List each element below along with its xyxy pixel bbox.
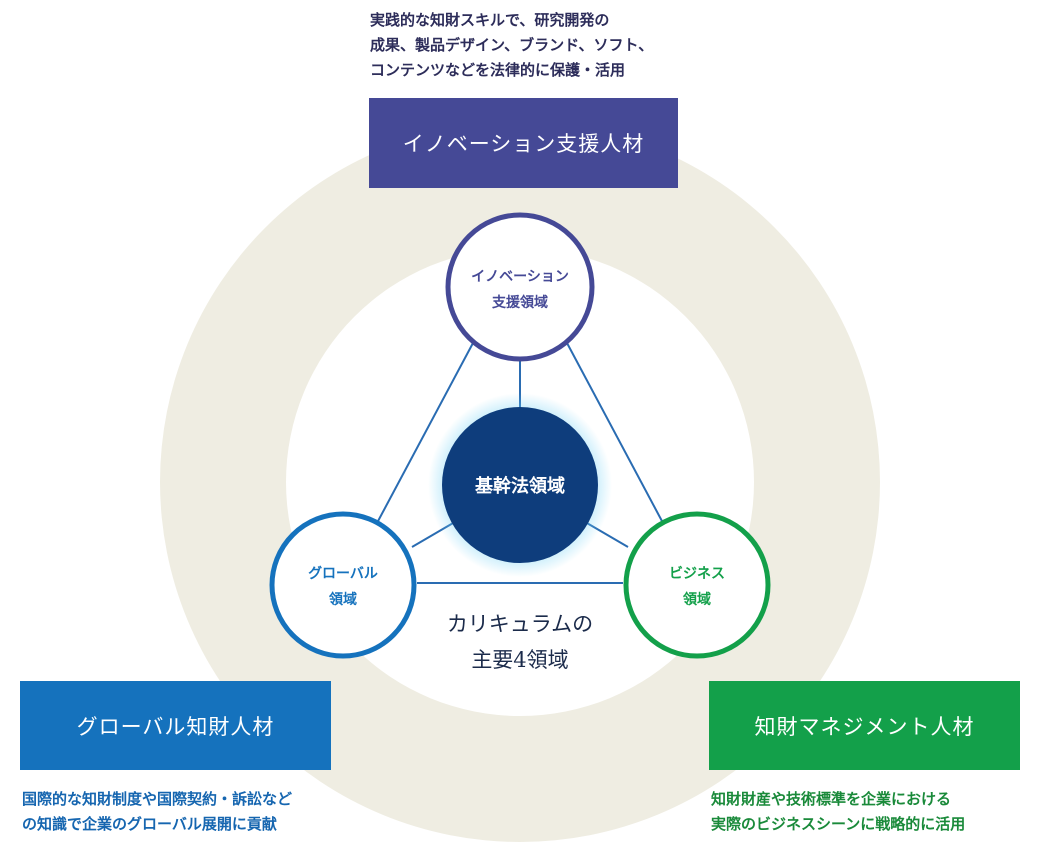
management-description-line-1: 知財財産や技術標準を企業における xyxy=(711,790,952,808)
global-role-box: グローバル知財人材 xyxy=(20,681,331,770)
node-innovation xyxy=(445,212,595,362)
innovation-description: 実践的な知財スキルで、研究開発の 成果、製品デザイン、ブランド、ソフト、 コンテ… xyxy=(370,8,653,83)
global-description-line-2: の知識で企業のグローバル展開に貢献 xyxy=(22,815,277,833)
node-global-label-2: 領域 xyxy=(329,591,357,608)
edge-top-right xyxy=(566,342,664,524)
node-business xyxy=(623,511,771,659)
management-description: 知財財産や技術標準を企業における 実際のビジネスシーンに戦略的に活用 xyxy=(711,787,965,837)
connector-lines xyxy=(376,342,664,584)
node-business-label-1: ビジネス xyxy=(669,566,725,582)
innovation-role-box: イノベーション支援人材 xyxy=(369,98,678,188)
global-description: 国際的な知財制度や国際契約・訴訟など の知識で企業のグローバル展開に貢献 xyxy=(22,787,292,837)
center-node xyxy=(442,407,598,563)
node-innovation-label-2: 支援領域 xyxy=(491,294,548,311)
management-description-line-2: 実際のビジネスシーンに戦略的に活用 xyxy=(711,815,966,833)
node-innovation-label-1: イノベーション xyxy=(471,269,569,285)
node-business-label-2: 領域 xyxy=(683,591,711,608)
innovation-description-line-1: 実践的な知財スキルで、研究開発の xyxy=(370,11,610,29)
innovation-description-line-2: 成果、製品デザイン、ブランド、ソフト、 xyxy=(370,36,654,54)
innovation-description-line-3: コンテンツなどを法律的に保護・活用 xyxy=(370,61,626,79)
edge-top-left xyxy=(376,342,474,524)
management-role-box: 知財マネジメント人材 xyxy=(709,681,1020,770)
node-global xyxy=(269,511,417,659)
global-description-line-1: 国際的な知財制度や国際契約・訴訟など xyxy=(22,790,293,808)
center-node-label: 基幹法領域 xyxy=(474,475,565,497)
node-global-label-1: グローバル xyxy=(308,565,378,582)
caption-line-1: カリキュラムの xyxy=(447,612,593,636)
management-role-title: 知財マネジメント人材 xyxy=(754,714,975,739)
innovation-role-title: イノベーション支援人材 xyxy=(402,132,645,156)
global-role-title: グローバル知財人材 xyxy=(76,714,275,739)
caption-line-2: 主要4領域 xyxy=(471,648,568,672)
